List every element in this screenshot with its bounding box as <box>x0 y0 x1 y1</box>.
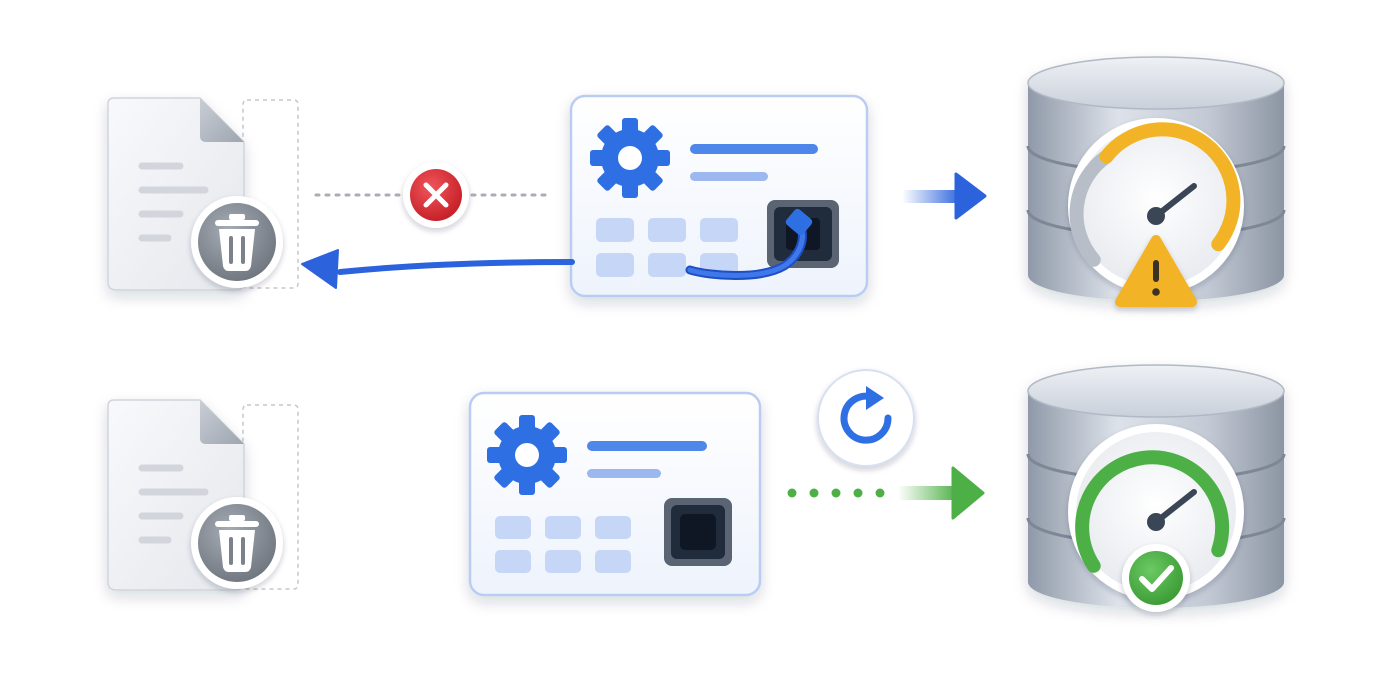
gauge-icon <box>1068 424 1244 600</box>
gear-icon <box>590 118 670 198</box>
config-line-short <box>690 172 768 181</box>
config-tiles <box>495 516 631 573</box>
refresh-icon <box>817 369 915 467</box>
gear-icon <box>487 415 567 495</box>
config-line-short <box>587 469 661 478</box>
config-line-long <box>587 441 707 451</box>
config-tiles <box>596 218 738 277</box>
plug-icon <box>685 208 813 280</box>
service-panel-after <box>468 391 762 597</box>
document-card-after <box>107 399 299 591</box>
document-fold-icon <box>200 400 244 444</box>
gauge-icon <box>1068 118 1244 294</box>
config-line-long <box>690 144 818 154</box>
document-fold-icon <box>200 98 244 142</box>
document-card-before <box>107 97 299 291</box>
document-text-lines <box>138 464 209 544</box>
document-text-lines <box>138 162 209 242</box>
arrow-right-icon <box>902 172 987 220</box>
broken-link-before <box>314 162 548 228</box>
trash-icon <box>191 196 283 288</box>
warning-icon <box>1115 235 1197 307</box>
trash-icon <box>191 497 283 589</box>
arrow-right-icon <box>787 466 985 520</box>
service-panel-before <box>569 94 869 298</box>
database-before <box>1026 56 1286 307</box>
port-socket <box>664 498 732 566</box>
x-icon <box>403 162 469 228</box>
return-arrow-icon <box>301 249 575 289</box>
database-after <box>1026 364 1286 612</box>
check-icon <box>1122 544 1190 612</box>
